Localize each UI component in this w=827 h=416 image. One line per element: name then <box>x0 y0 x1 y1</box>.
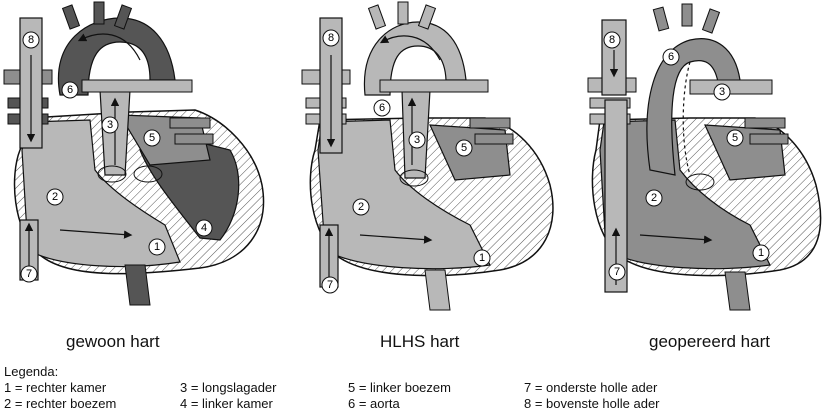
svg-text:6: 6 <box>67 84 73 96</box>
caption-operated-heart: geopereerd hart <box>649 332 770 351</box>
svg-text:8: 8 <box>609 34 615 46</box>
marker-3-operated: 3 <box>713 83 731 101</box>
svg-text:1: 1 <box>154 241 160 253</box>
svg-text:3: 3 <box>719 86 725 98</box>
marker-6-hlhs: 6 <box>373 99 391 117</box>
svg-text:6: 6 <box>668 51 674 63</box>
marker-5-operated: 5 <box>726 129 744 147</box>
svg-text:7: 7 <box>614 266 620 278</box>
marker-2-operated: 2 <box>645 189 663 207</box>
legend-item-1: 1 = rechter kamer <box>4 380 107 395</box>
legend-item-8: 8 = bovenste holle ader <box>524 396 660 411</box>
svg-text:3: 3 <box>414 134 420 146</box>
svg-text:2: 2 <box>651 192 657 204</box>
svg-text:3: 3 <box>107 119 113 131</box>
marker-1-normal: 1 <box>148 238 166 256</box>
marker-7-operated: 7 <box>608 263 626 281</box>
caption-hlhs-heart: HLHS hart <box>380 332 460 351</box>
marker-2-normal: 2 <box>46 188 64 206</box>
marker-2-hlhs: 2 <box>352 198 370 216</box>
legend-item-4: 4 = linker kamer <box>180 396 273 411</box>
svg-text:5: 5 <box>461 142 467 154</box>
operated-heart-diagram <box>587 3 822 311</box>
legend-item-5: 5 = linker boezem <box>348 380 451 395</box>
marker-5-normal: 5 <box>143 129 161 147</box>
svg-text:5: 5 <box>149 132 155 144</box>
caption-normal-heart: gewoon hart <box>66 332 160 351</box>
marker-7-normal: 7 <box>20 265 38 283</box>
svg-text:8: 8 <box>28 34 34 46</box>
marker-8-operated: 8 <box>603 31 621 49</box>
svg-text:6: 6 <box>379 102 385 114</box>
svg-text:7: 7 <box>26 268 32 280</box>
hlhs-heart-diagram <box>301 1 554 311</box>
svg-text:4: 4 <box>201 222 207 234</box>
svg-text:8: 8 <box>328 32 334 44</box>
marker-3-hlhs: 3 <box>408 131 426 149</box>
marker-5-hlhs: 5 <box>455 139 473 157</box>
legend-item-2: 2 = rechter boezem <box>4 396 117 411</box>
marker-6-operated: 6 <box>662 48 680 66</box>
marker-8-normal: 8 <box>22 31 40 49</box>
legend-item-7: 7 = onderste holle ader <box>524 380 658 395</box>
svg-text:1: 1 <box>479 252 485 264</box>
svg-text:7: 7 <box>327 279 333 291</box>
heart-diagrams: 8 6 3 5 2 4 1 7 8 6 3 5 2 1 7 8 6 3 5 2 … <box>3 1 822 311</box>
marker-1-hlhs: 1 <box>473 249 491 267</box>
legend-item-6: 6 = aorta <box>348 396 400 411</box>
svg-text:2: 2 <box>52 191 58 203</box>
svg-text:1: 1 <box>758 247 764 259</box>
svg-text:5: 5 <box>732 132 738 144</box>
marker-3-normal: 3 <box>101 116 119 134</box>
marker-4-normal: 4 <box>195 219 213 237</box>
marker-7-hlhs: 7 <box>321 276 339 294</box>
svg-text:2: 2 <box>358 201 364 213</box>
marker-1-operated: 1 <box>752 244 770 262</box>
number-markers: 8 6 3 5 2 4 1 7 8 6 3 5 2 1 7 8 6 3 5 2 … <box>20 29 770 294</box>
legend-item-3: 3 = longslagader <box>180 380 277 395</box>
legend-title: Legenda: <box>4 364 59 379</box>
normal-heart-diagram <box>3 1 265 306</box>
marker-8-hlhs: 8 <box>322 29 340 47</box>
marker-6-normal: 6 <box>61 81 79 99</box>
